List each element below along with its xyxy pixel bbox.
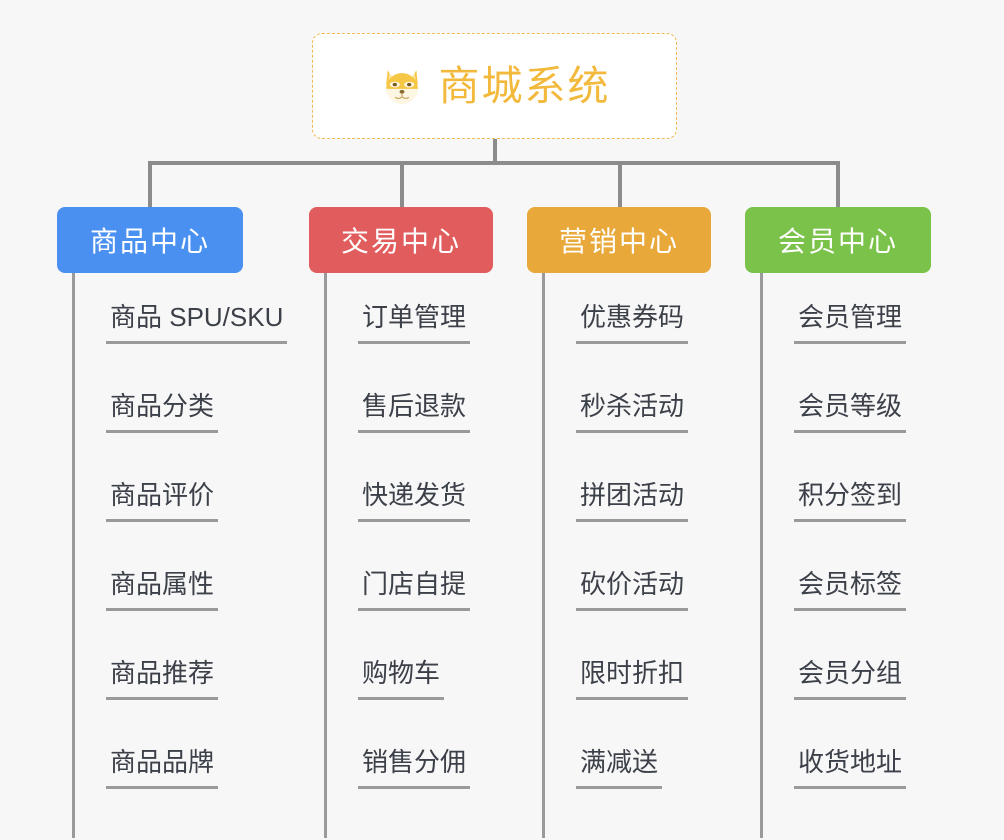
branch-header-3-label: 营销中心 bbox=[558, 226, 679, 257]
list-item[interactable]: 商品分类 bbox=[75, 393, 243, 482]
branch-header-2-label: 交易中心 bbox=[340, 226, 461, 257]
branch-header-1-label: 商品中心 bbox=[89, 226, 210, 257]
list-item[interactable]: 销售分佣 bbox=[327, 749, 493, 838]
connector-root-stem bbox=[493, 139, 497, 164]
branch-column-2: 交易中心 订单管理 售后退款 快递发货 门店自提 购物车 销售分佣 bbox=[309, 207, 493, 838]
list-item-label: 拼团活动 bbox=[576, 482, 689, 522]
list-item-label: 砍价活动 bbox=[576, 571, 689, 611]
branch-items-3: 优惠券码 秒杀活动 拼团活动 砍价活动 限时折扣 满减送 bbox=[542, 273, 711, 838]
list-item[interactable]: 会员等级 bbox=[763, 393, 931, 482]
connector-drop-1 bbox=[148, 161, 152, 209]
branch-column-4: 会员中心 会员管理 会员等级 积分签到 会员标签 会员分组 收货地址 bbox=[745, 207, 931, 838]
list-item[interactable]: 收货地址 bbox=[763, 749, 931, 838]
connector-drop-2 bbox=[400, 161, 404, 209]
list-item[interactable]: 门店自提 bbox=[327, 571, 493, 660]
list-item-label: 会员管理 bbox=[794, 304, 907, 344]
list-item-label: 会员标签 bbox=[794, 571, 907, 611]
list-item-label: 优惠券码 bbox=[576, 304, 689, 344]
connector-horizontal-bus bbox=[150, 161, 840, 165]
branch-items-1: 商品 SPU/SKU 商品分类 商品评价 商品属性 商品推荐 商品品牌 bbox=[72, 273, 288, 838]
root-node[interactable]: 商城系统 bbox=[312, 33, 677, 139]
list-item-label: 快递发货 bbox=[358, 482, 471, 522]
list-item-label: 销售分佣 bbox=[358, 749, 471, 789]
list-item-label: 商品推荐 bbox=[106, 660, 219, 700]
list-item[interactable]: 满减送 bbox=[545, 749, 711, 838]
list-item[interactable]: 砍价活动 bbox=[545, 571, 711, 660]
list-item[interactable]: 订单管理 bbox=[327, 304, 493, 393]
list-item[interactable]: 售后退款 bbox=[327, 393, 493, 482]
list-item-label: 售后退款 bbox=[358, 393, 471, 433]
root-title: 商城系统 bbox=[438, 62, 611, 109]
list-item[interactable]: 商品推荐 bbox=[75, 660, 243, 749]
list-item[interactable]: 积分签到 bbox=[763, 482, 931, 571]
list-item-label: 会员等级 bbox=[794, 393, 907, 433]
list-item-label: 秒杀活动 bbox=[576, 393, 689, 433]
list-item[interactable]: 拼团活动 bbox=[545, 482, 711, 571]
list-item[interactable]: 会员标签 bbox=[763, 571, 931, 660]
connector-drop-3 bbox=[618, 161, 622, 209]
list-item[interactable]: 商品属性 bbox=[75, 571, 243, 660]
list-item[interactable]: 会员分组 bbox=[763, 660, 931, 749]
list-item-label: 门店自提 bbox=[358, 571, 471, 611]
list-item[interactable]: 秒杀活动 bbox=[545, 393, 711, 482]
list-item[interactable]: 商品品牌 bbox=[75, 749, 243, 838]
branch-header-1[interactable]: 商品中心 bbox=[57, 207, 243, 273]
dog-face-icon bbox=[379, 63, 425, 109]
list-item-label: 积分签到 bbox=[794, 482, 907, 522]
list-item-label: 商品属性 bbox=[106, 571, 219, 611]
branch-header-2[interactable]: 交易中心 bbox=[309, 207, 493, 273]
list-item-label: 收货地址 bbox=[794, 749, 907, 789]
list-item-label: 商品评价 bbox=[106, 482, 219, 522]
list-item-label: 商品品牌 bbox=[106, 749, 219, 789]
list-item[interactable]: 商品 SPU/SKU bbox=[75, 304, 288, 393]
list-item[interactable]: 会员管理 bbox=[763, 304, 931, 393]
list-item[interactable]: 购物车 bbox=[327, 660, 493, 749]
list-item-label: 满减送 bbox=[576, 749, 663, 789]
branch-column-1: 商品中心 商品 SPU/SKU 商品分类 商品评价 商品属性 商品推荐 商品品牌 bbox=[57, 207, 288, 838]
branch-items-2: 订单管理 售后退款 快递发货 门店自提 购物车 销售分佣 bbox=[324, 273, 493, 838]
list-item[interactable]: 商品评价 bbox=[75, 482, 243, 571]
list-item-label: 商品分类 bbox=[106, 393, 219, 433]
branch-header-4-label: 会员中心 bbox=[777, 226, 898, 257]
list-item-label: 订单管理 bbox=[358, 304, 471, 344]
branch-column-3: 营销中心 优惠券码 秒杀活动 拼团活动 砍价活动 限时折扣 满减送 bbox=[527, 207, 711, 838]
branch-header-4[interactable]: 会员中心 bbox=[745, 207, 931, 273]
connector-drop-4 bbox=[836, 161, 840, 209]
list-item[interactable]: 快递发货 bbox=[327, 482, 493, 571]
list-item[interactable]: 限时折扣 bbox=[545, 660, 711, 749]
list-item[interactable]: 优惠券码 bbox=[545, 304, 711, 393]
list-item-label: 限时折扣 bbox=[576, 660, 689, 700]
branch-items-4: 会员管理 会员等级 积分签到 会员标签 会员分组 收货地址 bbox=[760, 273, 931, 838]
branch-header-3[interactable]: 营销中心 bbox=[527, 207, 711, 273]
list-item-label: 商品 SPU/SKU bbox=[106, 304, 288, 344]
list-item-label: 购物车 bbox=[358, 660, 445, 700]
list-item-label: 会员分组 bbox=[794, 660, 907, 700]
